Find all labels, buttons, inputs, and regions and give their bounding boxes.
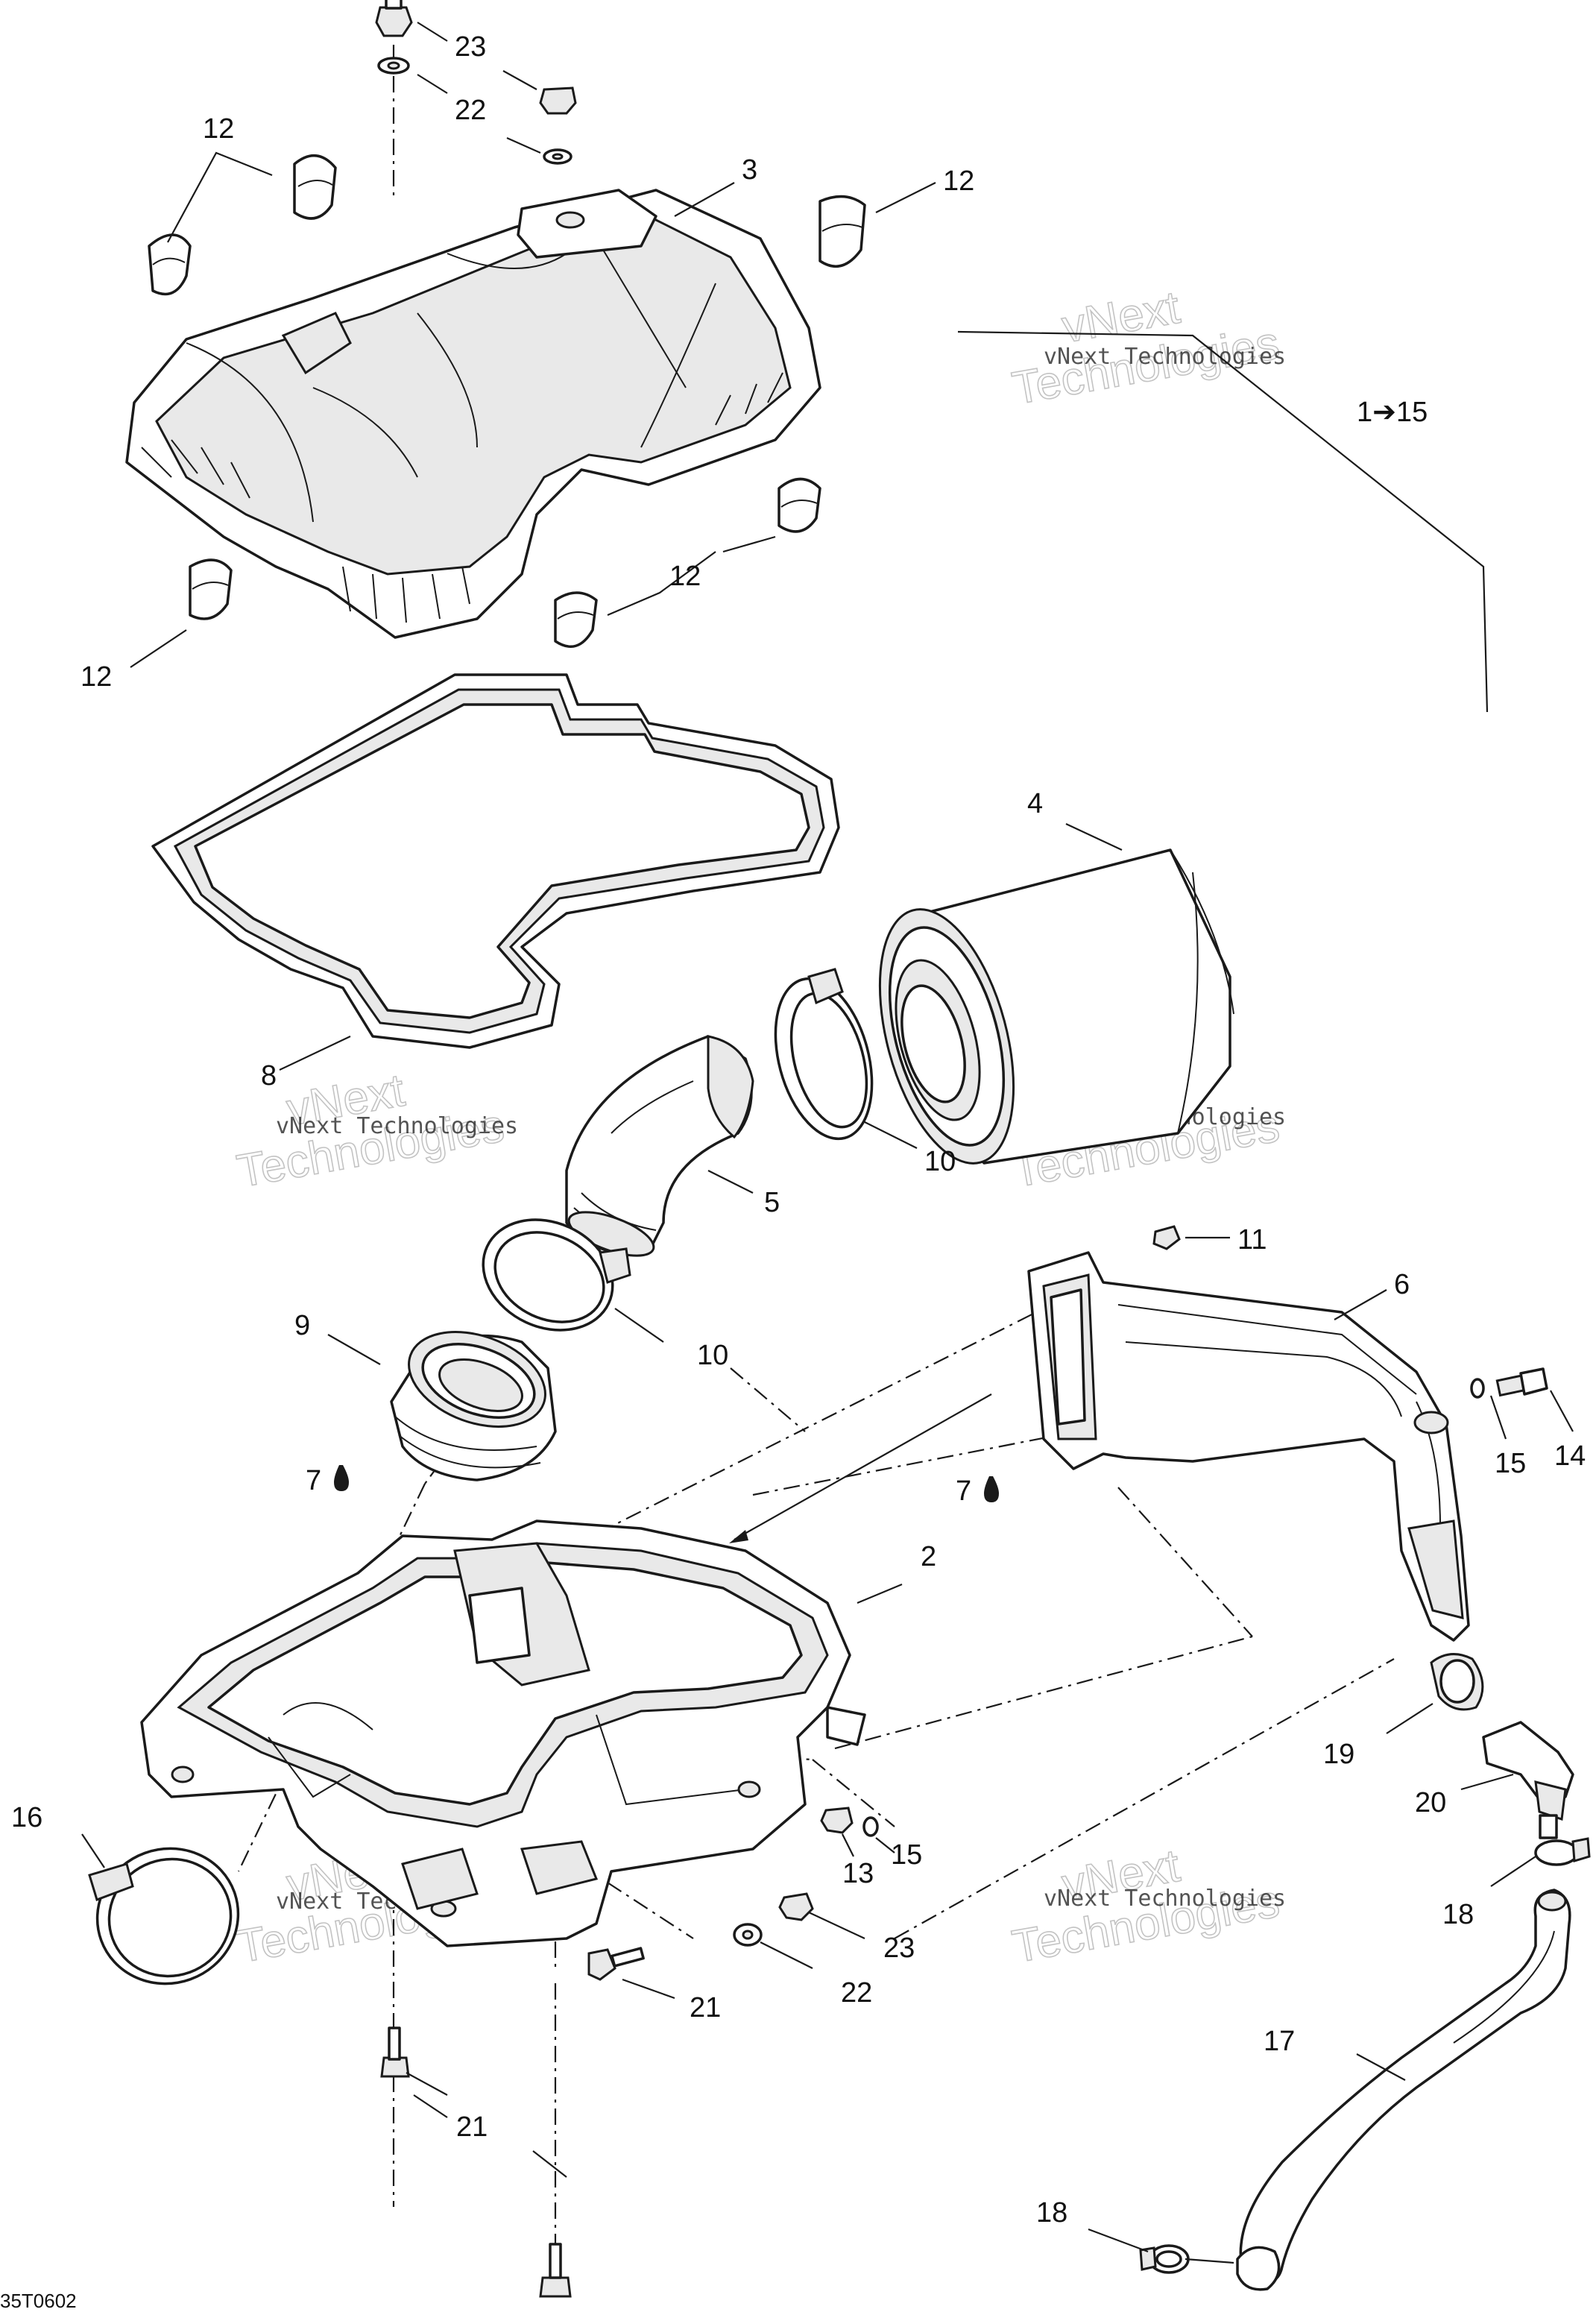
washer-15-upper — [1470, 1378, 1485, 1399]
rubber-boot-9 — [390, 1331, 557, 1481]
clip-12 — [778, 477, 821, 533]
airbox-base-2 — [140, 1519, 866, 1947]
callout-1-to-15: 1➔15 — [1357, 397, 1428, 428]
bolt-21-bottom — [539, 2243, 572, 2298]
callout-18: 18 — [1442, 1899, 1474, 1930]
callout-labels: 23 22 3 12 12 1➔15 12 12 4 8 10 5 11 6 1… — [11, 31, 1586, 2229]
elbow-fitting-20 — [1482, 1721, 1574, 1839]
clip-12 — [554, 591, 598, 648]
callout-13: 13 — [842, 1858, 874, 1889]
assembly-arrow — [729, 1393, 992, 1543]
callout-5: 5 — [764, 1187, 780, 1218]
air-filter — [878, 848, 1234, 1165]
callout-15: 15 — [891, 1839, 922, 1871]
clamp-10-lower — [482, 1218, 631, 1332]
bolt-21-left — [380, 2026, 410, 2078]
callout-15: 15 — [1495, 1448, 1526, 1479]
callout-23: 23 — [455, 31, 486, 63]
callout-6: 6 — [1394, 1269, 1410, 1300]
watermark-text: vNext Technologies — [276, 1113, 518, 1139]
callout-21: 21 — [456, 2111, 488, 2143]
callout-19: 19 — [1323, 1739, 1354, 1770]
bolt-21-right — [587, 1947, 645, 1981]
clamp-16 — [88, 1847, 240, 1985]
clip-12 — [189, 558, 233, 620]
diagram-reference-code: 35T0602 — [0, 2290, 77, 2312]
callout-22: 22 — [841, 1977, 872, 2009]
callout-12: 12 — [81, 661, 112, 693]
callout-3: 3 — [742, 154, 757, 186]
nut-23-right — [539, 86, 577, 115]
clamp-18-lower — [1139, 2244, 1190, 2274]
clip-12 — [148, 233, 192, 296]
screw-11 — [1152, 1225, 1181, 1250]
callout-17: 17 — [1264, 2026, 1295, 2057]
gasket-seal — [151, 673, 840, 1049]
callout-11: 11 — [1237, 1224, 1267, 1256]
lubricant-drop-icon — [334, 1465, 349, 1491]
hose-17 — [1236, 1889, 1571, 2291]
leader-lines — [81, 22, 1574, 2264]
assembly-bracket — [957, 330, 1489, 713]
clip-12 — [818, 195, 866, 268]
callout-2: 2 — [921, 1541, 936, 1572]
grommet-19 — [1430, 1653, 1484, 1711]
elbow-adapter-5 — [565, 1035, 754, 1257]
watermark-text: vNext Technologies — [1044, 344, 1286, 370]
clip-12 — [293, 154, 337, 220]
callout-10: 10 — [697, 1340, 728, 1371]
intake-duct-6 — [1027, 1251, 1470, 1642]
callout-14: 14 — [1554, 1440, 1586, 1472]
nut-13 — [820, 1807, 854, 1834]
airbox-cover — [125, 189, 821, 639]
bolt-14 — [1495, 1367, 1548, 1397]
callout-22: 22 — [455, 95, 486, 126]
callout-12: 12 — [669, 561, 701, 592]
callout-10: 10 — [924, 1146, 956, 1177]
washer-22-right — [543, 148, 573, 165]
callout-16: 16 — [11, 1802, 42, 1833]
washer-15-lower — [862, 1816, 879, 1837]
callout-12: 12 — [203, 113, 234, 145]
callout-4: 4 — [1027, 788, 1043, 819]
callout-21: 21 — [690, 1992, 721, 2023]
washer-22-top — [377, 57, 410, 75]
clamp-10-upper — [774, 968, 874, 1141]
watermark-text: vNext Technologies — [1044, 1886, 1286, 1912]
callout-23: 23 — [883, 1933, 915, 1964]
callout-7: 7 — [956, 1475, 971, 1507]
callout-7: 7 — [306, 1465, 321, 1496]
washer-22-lower — [733, 1923, 763, 1947]
callout-9: 9 — [294, 1310, 310, 1341]
clip-12-group — [148, 154, 866, 648]
nut-23-top — [375, 0, 413, 37]
callout-12: 12 — [943, 166, 974, 197]
nut-23-lower — [778, 1892, 814, 1921]
callout-20: 20 — [1415, 1787, 1446, 1818]
callout-8: 8 — [261, 1060, 277, 1092]
lubricant-drop-icon — [984, 1476, 999, 1502]
clamp-18-upper — [1534, 1837, 1591, 1866]
callout-18: 18 — [1036, 2197, 1067, 2229]
